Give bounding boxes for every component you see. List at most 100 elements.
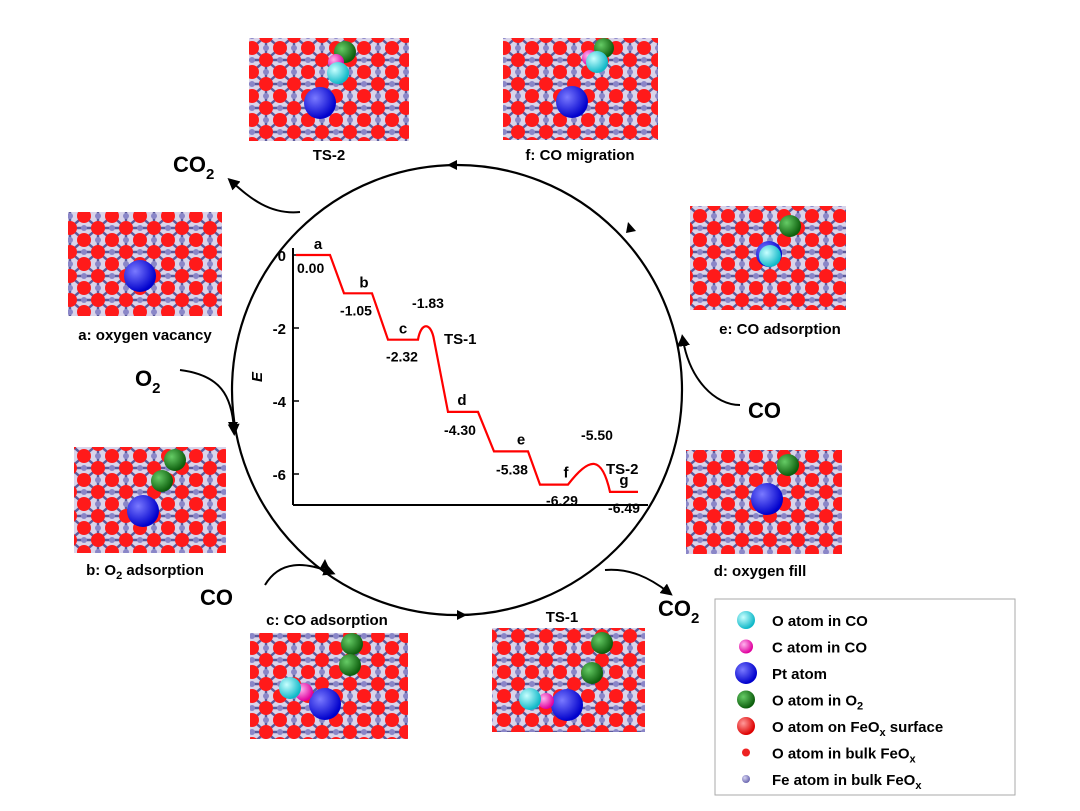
arrow-bottom bbox=[457, 610, 467, 620]
state-energy-e: -5.38 bbox=[496, 461, 528, 477]
co-left-entry-arrow bbox=[264, 564, 336, 586]
legend-box bbox=[714, 598, 1016, 796]
y-tick-label: 0 bbox=[278, 248, 286, 265]
legend-swatch bbox=[742, 775, 750, 783]
arrow-top bbox=[447, 160, 457, 170]
co-left-label: CO bbox=[200, 585, 233, 610]
legend-label: O atom in O2 bbox=[772, 693, 863, 713]
state-energy-c: -2.32 bbox=[386, 349, 418, 365]
state-label-c: c bbox=[399, 321, 407, 338]
state-labels: a 0.00 b -1.05 c -2.32 TS-1 -1.83 d -4.30 e -5.38 f -… bbox=[297, 236, 640, 516]
o2-atom-2 bbox=[581, 662, 603, 684]
arrow-right bbox=[677, 336, 687, 346]
state-label-g: g bbox=[619, 472, 628, 489]
cycle-circle bbox=[230, 163, 684, 617]
panel-e-caption: e: CO adsorption bbox=[719, 321, 841, 338]
co2-bottom-release-arrow bbox=[604, 568, 673, 596]
pt-atom bbox=[751, 483, 783, 515]
state-label-d: d bbox=[457, 392, 466, 409]
co-right-label: CO bbox=[748, 398, 781, 423]
panel-e: e: CO adsorption bbox=[690, 206, 846, 338]
y-tick-label: -2 bbox=[273, 321, 286, 338]
o2-atom-1 bbox=[341, 633, 363, 655]
pt-atom bbox=[551, 689, 583, 721]
panel-a-caption: a: oxygen vacancy bbox=[78, 327, 212, 344]
legend-label: O atom on FeOx surface bbox=[772, 719, 943, 739]
state-label-ts-2: TS-2 bbox=[606, 461, 639, 478]
legend-swatch bbox=[737, 611, 755, 629]
state-energy-d: -4.30 bbox=[444, 422, 476, 438]
y-axis-label: E bbox=[249, 371, 266, 382]
state-energy-ts-2: -5.50 bbox=[581, 427, 613, 443]
panel-d: d: oxygen fill bbox=[686, 450, 842, 580]
o2-atom-2 bbox=[151, 470, 173, 492]
panel-b-caption: b: O2 adsorption bbox=[86, 562, 204, 582]
o2-atom bbox=[777, 454, 799, 476]
o2-atom-1 bbox=[591, 632, 613, 654]
state-energy-ts-1: -1.83 bbox=[412, 295, 444, 311]
legend-swatch bbox=[737, 690, 755, 709]
arrow-top-right bbox=[626, 222, 636, 233]
pt-atom bbox=[556, 86, 588, 118]
o2-atom bbox=[779, 215, 801, 237]
panel-c-caption: c: CO adsorption bbox=[266, 612, 388, 629]
cycle-direction-arrows bbox=[228, 160, 687, 620]
co-o-atom bbox=[327, 62, 349, 84]
state-energy-g: -6.49 bbox=[608, 500, 640, 516]
legend-swatch bbox=[742, 748, 750, 757]
panel-ts2-lattice bbox=[249, 38, 409, 141]
panel-a: a: oxygen vacancy bbox=[68, 212, 222, 344]
o2-left-label: O2 bbox=[135, 366, 160, 397]
energy-profile-line bbox=[296, 253, 638, 493]
o2-atom-1 bbox=[164, 449, 186, 471]
co2-bottom-label: CO2 bbox=[658, 596, 699, 627]
state-energy-f: -6.29 bbox=[546, 493, 578, 509]
legend-label: O atom in bulk FeOx bbox=[772, 746, 917, 766]
pt-atom bbox=[309, 688, 341, 720]
co-o-atom bbox=[519, 688, 541, 710]
state-label-e: e bbox=[517, 431, 525, 448]
legend-swatch bbox=[735, 662, 757, 684]
legend-swatch bbox=[737, 717, 755, 735]
y-tick-label: -4 bbox=[273, 394, 287, 411]
legend-items: O atom in CO C atom in CO Pt atom O atom in… bbox=[735, 611, 943, 792]
panel-ts2: TS-2 bbox=[249, 38, 409, 164]
state-energy-b: -1.05 bbox=[340, 302, 372, 318]
panel-f: f: CO migration bbox=[503, 38, 658, 164]
co2-top-release-arrow bbox=[227, 178, 301, 214]
pt-atom bbox=[124, 260, 156, 292]
legend-label: Pt atom bbox=[772, 666, 827, 683]
co-right-entry-arrow bbox=[678, 334, 741, 406]
legend-label: C atom in CO bbox=[772, 640, 867, 657]
state-label-a: a bbox=[314, 236, 323, 253]
o2-atom-2 bbox=[339, 654, 361, 676]
state-label-b: b bbox=[359, 274, 368, 291]
co2-top-label: CO2 bbox=[173, 152, 214, 183]
co-o-atom bbox=[279, 677, 301, 699]
legend-swatch bbox=[739, 639, 753, 654]
y-ticks: 0 -2 -4 -6 bbox=[273, 248, 299, 484]
panel-d-caption: d: oxygen fill bbox=[714, 563, 807, 580]
panel-b: b: O2 adsorption bbox=[74, 447, 226, 582]
state-label-f: f bbox=[564, 465, 570, 482]
pt-atom bbox=[304, 87, 336, 119]
state-label-ts-1: TS-1 bbox=[444, 331, 477, 348]
legend-label: O atom in CO bbox=[772, 613, 868, 630]
legend: O atom in CO C atom in CO Pt atom O atom in… bbox=[714, 598, 1016, 796]
o2-entry-arrow bbox=[179, 369, 240, 436]
energy-profile-chart: E 0 -2 -4 -6 a 0.00 b -1.05 c -2.32 TS-1 -1.83 d -4.… bbox=[249, 236, 648, 516]
legend-label: Fe atom in bulk FeOx bbox=[772, 772, 922, 792]
co-o-atom bbox=[759, 245, 781, 267]
panel-ts1: TS-1 bbox=[492, 609, 645, 732]
panel-ts2-caption: TS-2 bbox=[313, 147, 346, 164]
panel-c-lattice bbox=[250, 633, 408, 739]
panel-f-caption: f: CO migration bbox=[525, 147, 634, 164]
c-atom bbox=[538, 693, 554, 709]
panel-c: c: CO adsorption bbox=[250, 612, 408, 739]
pt-atom bbox=[127, 495, 159, 527]
panel-ts1-caption: TS-1 bbox=[546, 609, 579, 626]
y-tick-label: -6 bbox=[273, 467, 286, 484]
state-energy-a: 0.00 bbox=[297, 260, 324, 276]
co-o-atom bbox=[586, 51, 608, 73]
